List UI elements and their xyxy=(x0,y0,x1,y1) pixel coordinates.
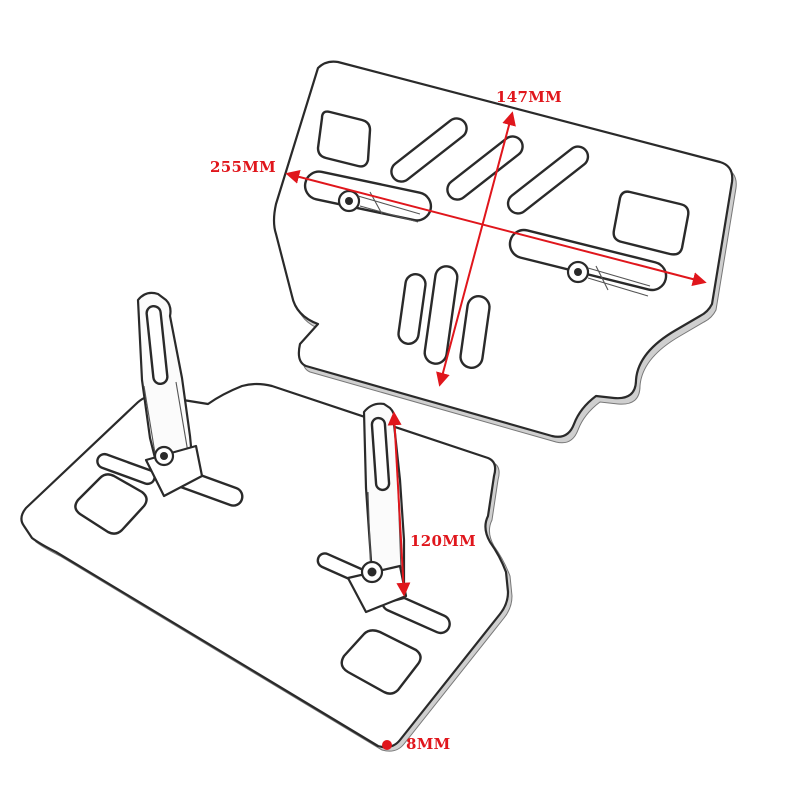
label-8mm: 8MM xyxy=(406,735,451,753)
dimension-dot-8mm xyxy=(382,740,392,750)
bottom-square-hole-left xyxy=(74,473,148,535)
stand-left xyxy=(136,291,204,498)
label-255mm: 255MM xyxy=(210,158,277,176)
label-120mm: 120MM xyxy=(410,532,477,550)
top-square-hole-left xyxy=(316,110,372,168)
dimension-line-120mm xyxy=(387,411,411,597)
bottom-square-hole-right xyxy=(340,629,422,695)
dimension-lines xyxy=(285,111,707,750)
top-plate xyxy=(272,60,737,444)
label-147mm: 147MM xyxy=(496,88,563,106)
bottom-plate-outline xyxy=(20,382,510,749)
dimension-line-255mm xyxy=(285,170,707,286)
bottom-slot-left-small xyxy=(96,452,156,486)
